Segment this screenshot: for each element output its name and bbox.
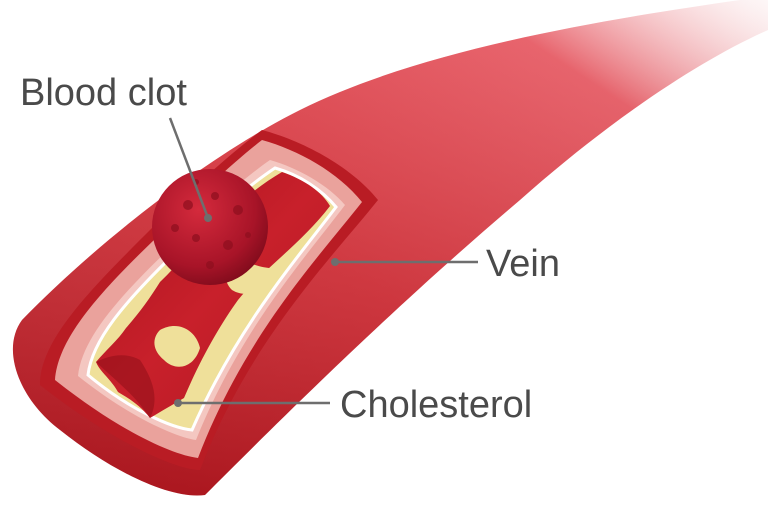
label-vein: Vein: [486, 243, 560, 285]
cholesterol-blob: [154, 326, 200, 367]
vein-leader-dot: [331, 258, 339, 266]
blood-clot: [152, 169, 268, 285]
label-cholesterol: Cholesterol: [340, 384, 532, 426]
lumen-shadow: [96, 355, 155, 418]
blood-clot-leader-line: [168, 117, 210, 219]
cholesterol-leader-dot: [174, 399, 182, 407]
label-blood-clot: Blood clot: [20, 72, 187, 114]
blood-clot-leader-dot: [204, 214, 212, 222]
lumen-blood: [96, 172, 330, 418]
